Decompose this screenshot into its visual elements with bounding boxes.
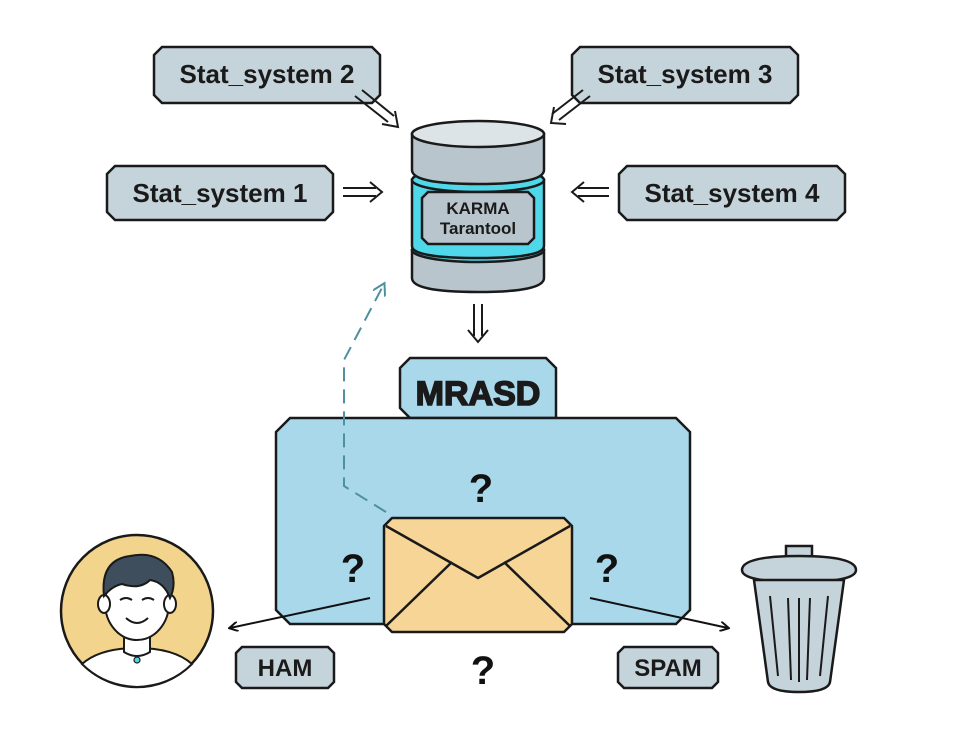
double-arrow-s1 <box>343 181 384 203</box>
question-mark-right: ? <box>595 547 619 591</box>
arrow-to-ham <box>230 597 371 628</box>
question-mark-bottom: ? <box>471 649 495 693</box>
mrasd-label: MRASD <box>416 375 541 413</box>
db-label-line1: KARMA <box>446 199 509 218</box>
double-arrow-s4 <box>570 181 609 203</box>
feedback-dashed-arrow <box>343 284 387 513</box>
double-arrow-db-to-mrasd <box>467 304 489 344</box>
arrow-to-spam <box>589 597 728 628</box>
user-avatar-icon <box>59 533 215 689</box>
envelope-icon <box>382 516 574 634</box>
spam-label: SPAM <box>634 655 702 682</box>
question-mark-top: ? <box>469 467 493 511</box>
stat-system-3-tag: Stat_system 3 <box>570 45 800 105</box>
stat-system-4-label: Stat_system 4 <box>645 178 820 208</box>
trash-can-icon <box>740 544 858 694</box>
stat-system-1-label: Stat_system 1 <box>133 178 308 208</box>
stat-system-2-tag: Stat_system 2 <box>152 45 382 105</box>
stat-system-3-label: Stat_system 3 <box>598 59 773 89</box>
stat-system-4-tag: Stat_system 4 <box>617 164 847 222</box>
ham-tag: HAM <box>234 645 336 690</box>
db-label-line2: Tarantool <box>440 219 516 238</box>
stat-system-2-label: Stat_system 2 <box>180 59 355 89</box>
double-arrow-s2 <box>354 89 400 129</box>
stat-system-1-tag: Stat_system 1 <box>105 164 335 222</box>
double-arrow-s3 <box>549 89 591 125</box>
ham-label: HAM <box>258 655 313 682</box>
spam-tag: SPAM <box>616 645 720 690</box>
database-icon: KARMA Tarantool <box>410 119 546 294</box>
question-mark-left: ? <box>341 547 365 591</box>
